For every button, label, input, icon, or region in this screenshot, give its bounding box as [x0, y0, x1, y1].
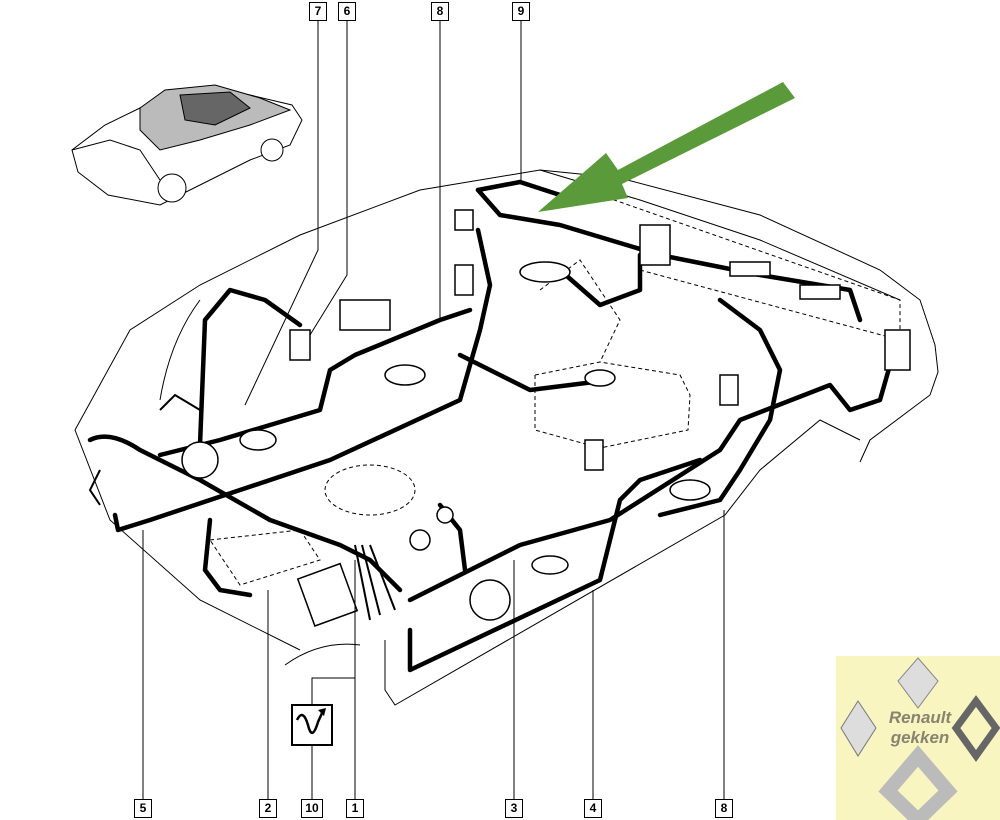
harness-branches — [88, 393, 396, 621]
callout-9: 9 — [512, 2, 530, 21]
renault-gekken-logo: Renault gekken — [836, 656, 1000, 820]
callout-4: 4 — [584, 799, 602, 818]
callout-8-top: 8 — [431, 2, 449, 21]
callout-10: 10 — [301, 799, 323, 818]
callout-7: 7 — [309, 2, 327, 21]
callout-2: 2 — [259, 799, 277, 818]
callout-5: 5 — [134, 799, 152, 818]
green-pointer-arrow — [538, 82, 795, 212]
logo-text-line1: Renault — [888, 708, 952, 727]
callout-6: 6 — [338, 2, 356, 21]
renault-diamond-icons — [840, 657, 1000, 820]
leader-lines — [142, 21, 725, 800]
logo-text-line2: gekken — [890, 728, 950, 747]
components — [181, 209, 911, 627]
wiring-harness — [87, 179, 893, 673]
reference-car-thumbnail — [71, 84, 303, 206]
interior-outline — [209, 194, 901, 586]
callout-1: 1 — [346, 799, 364, 818]
callout-8-bottom: 8 — [715, 799, 733, 818]
callout-3: 3 — [505, 799, 523, 818]
waveform-symbol-icon — [291, 704, 333, 746]
